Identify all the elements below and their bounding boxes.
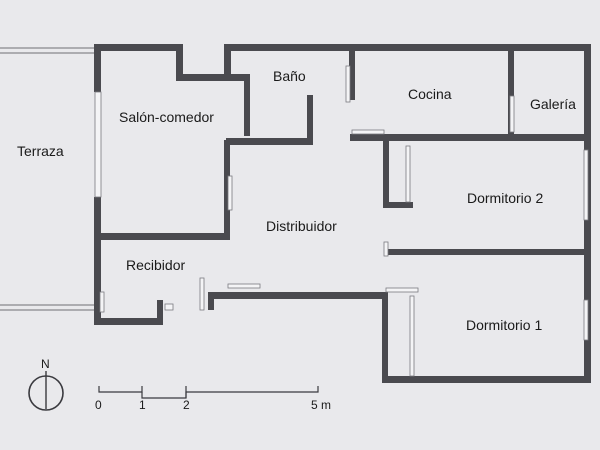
scale-bar: 0 1 2 5 m: [95, 386, 331, 412]
room-label-bano: Baño: [273, 68, 306, 84]
room-label-recibidor: Recibidor: [126, 257, 185, 273]
room-label-terraza: Terraza: [17, 143, 64, 159]
terrace-outline: [0, 47, 95, 311]
room-label-distribuidor: Distribuidor: [266, 218, 337, 234]
scale-tick-5m: 5 m: [311, 398, 331, 412]
room-label-salon-comedor: Salón-comedor: [119, 109, 214, 125]
scale-tick-1: 1: [139, 398, 146, 412]
scale-tick-2: 2: [183, 398, 190, 412]
room-label-cocina: Cocina: [408, 86, 452, 102]
room-label-dormitorio-2: Dormitorio 2: [467, 190, 543, 206]
scale-tick-0: 0: [95, 398, 102, 412]
compass-label: N: [41, 357, 50, 371]
room-label-dormitorio-1: Dormitorio 1: [466, 317, 542, 333]
windows: [94, 65, 589, 377]
compass: N: [28, 357, 64, 411]
room-label-galeria: Galería: [530, 96, 576, 112]
